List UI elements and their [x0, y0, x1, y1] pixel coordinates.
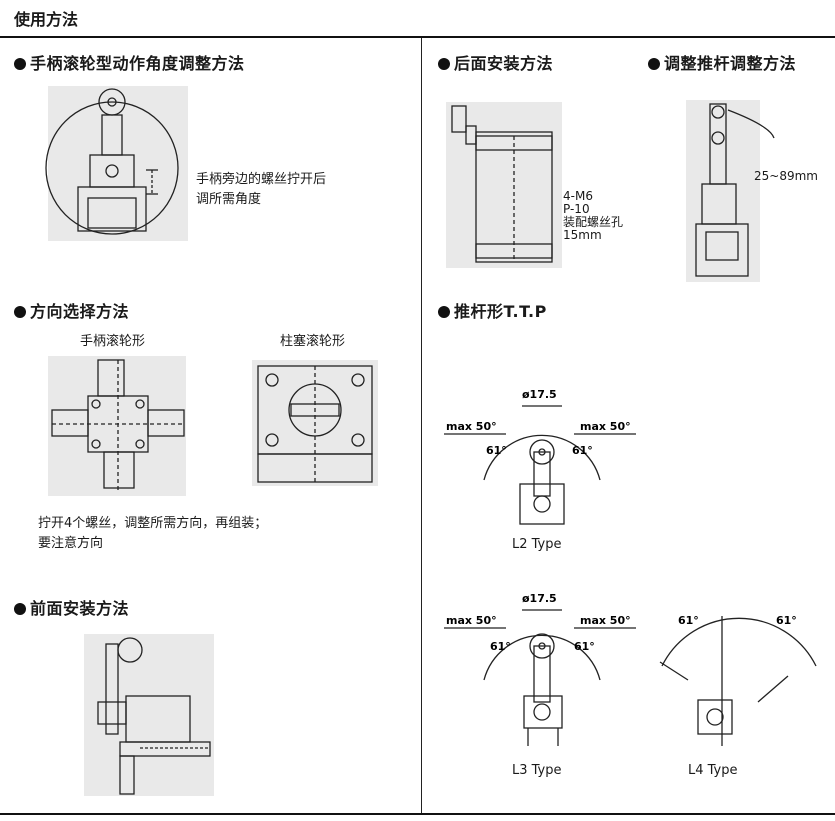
- bullet-icon: [14, 603, 26, 615]
- push-rod-range: 25~89mm: [754, 169, 818, 183]
- bullet-icon: [14, 58, 26, 70]
- bullet-icon: [648, 58, 660, 70]
- l4-angle-left: 61°: [678, 614, 699, 627]
- section-heading-push-rod-type: 推杆形T.T.P: [438, 298, 547, 322]
- l3-type-drawing: ø17.5 max 50° max 50° 61° 61°: [444, 592, 636, 746]
- direction-fig1-label: 手柄滚轮形: [80, 334, 146, 349]
- l3-diameter-label: ø17.5: [522, 592, 557, 605]
- rear-mount-drawing: [446, 102, 562, 268]
- l2-type-drawing: ø17.5 max 50° max 50° 61° 61°: [444, 388, 636, 525]
- l2-diameter-label: ø17.5: [522, 388, 557, 401]
- section-heading-front-mount: 前面安装方法: [14, 595, 129, 619]
- l2-max-right-label: max 50°: [580, 420, 631, 433]
- l3-angle-left: 61°: [490, 640, 511, 653]
- l2-angle-right: 61°: [572, 444, 593, 457]
- l4-angle-right: 61°: [776, 614, 797, 627]
- front-mount-drawing: [84, 634, 214, 796]
- bullet-icon: [438, 58, 450, 70]
- l2-angle-left: 61°: [486, 444, 507, 457]
- handle-angle-figure: [45, 86, 188, 241]
- l2-max-left-label: max 50°: [446, 420, 497, 433]
- l3-max-right-label: max 50°: [580, 614, 631, 627]
- direction-fig2-label: 柱塞滚轮形: [280, 334, 346, 349]
- section-heading-handle-angle: 手柄滚轮型动作角度调整方法: [14, 50, 245, 74]
- handle-angle-note: 手柄旁边的螺丝拧开后 调所需角度: [196, 172, 327, 207]
- l3-max-left-label: max 50°: [446, 614, 497, 627]
- section-heading-rear-mount: 后面安装方法: [438, 50, 553, 74]
- l3-type-label: L3 Type: [512, 763, 562, 778]
- section-heading-push-rod-adjust: 调整推杆调整方法: [648, 50, 796, 74]
- top-divider: [0, 36, 835, 38]
- bullet-icon: [438, 306, 450, 318]
- rear-mount-spec: 4-M6 P-10 装配螺丝孔 15mm: [563, 189, 624, 242]
- direction-fig2-drawing: [252, 360, 378, 486]
- l4-type-drawing: 61° 61°: [659, 614, 817, 746]
- column-divider: [421, 38, 422, 814]
- page-title: 使用方法: [14, 10, 79, 29]
- push-rod-adjust-drawing: [686, 100, 775, 282]
- l4-type-label: L4 Type: [688, 763, 738, 778]
- direction-fig1-drawing: [48, 356, 186, 496]
- l3-angle-right: 61°: [574, 640, 595, 653]
- section-heading-direction: 方向选择方法: [14, 298, 129, 322]
- bullet-icon: [14, 306, 26, 318]
- bottom-divider: [0, 813, 835, 815]
- direction-note: 拧开4个螺丝，调整所需方向，再组装； 要注意方向: [38, 516, 268, 551]
- l2-type-label: L2 Type: [512, 537, 562, 552]
